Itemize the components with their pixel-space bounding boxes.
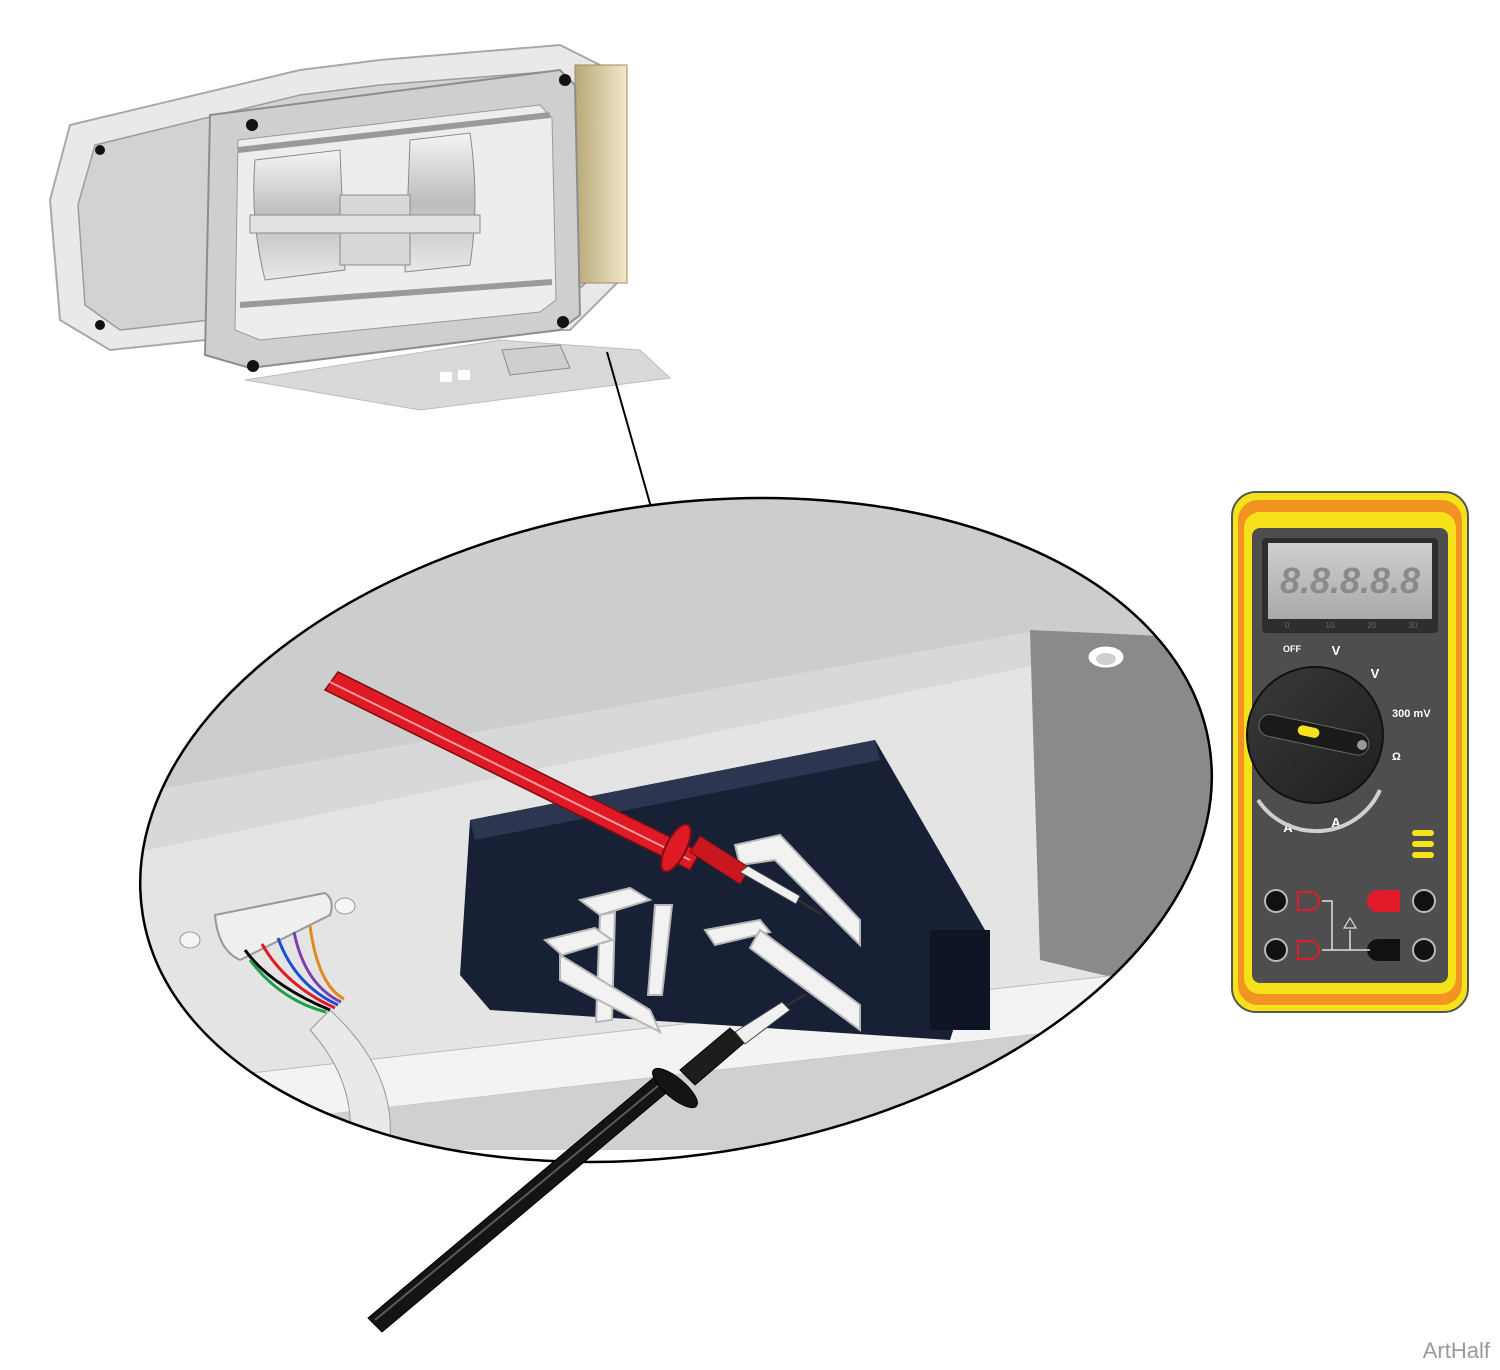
connector-housing-top — [470, 740, 880, 840]
cross-rail — [239, 279, 553, 308]
black-jack-plug — [1367, 939, 1400, 961]
mount-point — [95, 145, 105, 155]
dsub-connector — [179, 891, 391, 1141]
dial-label-ac-volts: V — [1332, 643, 1341, 658]
dial-label-ac-amps: A — [1331, 815, 1341, 830]
terminal-pin — [703, 918, 772, 947]
wire — [260, 943, 336, 1010]
wire — [308, 925, 345, 1001]
red-probe-tip — [739, 865, 801, 905]
jack-socket[interactable] — [1412, 889, 1436, 913]
dial-indicator — [1297, 725, 1320, 738]
jack-outline-red — [1297, 891, 1320, 911]
indicator-bar — [1412, 830, 1434, 836]
black-probe-highlight — [374, 1079, 666, 1321]
jack-outline-red — [1297, 940, 1320, 960]
right-motor — [404, 132, 476, 273]
terminal-pin — [577, 886, 653, 917]
jack-wiring — [1322, 900, 1370, 951]
jack-socket[interactable] — [1264, 938, 1288, 962]
black-probe — [367, 993, 807, 1333]
dial-label-off: OFF — [1283, 644, 1301, 654]
meter-display-reading: 8.8.8.8.8 — [1280, 560, 1420, 601]
multimeter: 8.8.8.8.8 0 10 20 30 OFF V V 300 mV Ω A … — [1231, 491, 1469, 1013]
watermark: ArtHalf — [1422, 1338, 1490, 1363]
black-probe-needle — [785, 993, 807, 1007]
meter-scale-tick: 20 — [1368, 621, 1377, 630]
jack-socket[interactable] — [1264, 889, 1288, 913]
red-jack-plug — [1367, 890, 1400, 912]
mount-point — [246, 119, 258, 131]
mounting-hole-inner — [1096, 653, 1116, 665]
mount-point — [95, 320, 105, 330]
indicator-bar — [1412, 841, 1434, 847]
wire — [243, 949, 331, 1012]
mount-point — [247, 360, 259, 372]
black-probe-guard — [652, 1067, 698, 1109]
terminal-pin — [748, 928, 861, 1032]
connector-side — [930, 930, 990, 1030]
dsub-shell — [213, 891, 333, 962]
meter-scale-tick: 30 — [1409, 621, 1418, 630]
center-shaft — [249, 214, 481, 234]
frame-assembly — [48, 43, 672, 561]
wire — [248, 959, 327, 1014]
mount-point — [557, 316, 569, 328]
wire — [276, 937, 339, 1007]
dsub-screw — [179, 931, 201, 949]
end-panel — [574, 64, 628, 284]
red-probe — [323, 671, 823, 916]
dsub-screw — [334, 897, 356, 915]
dial-label-ohms: Ω — [1392, 751, 1401, 763]
cross-rail — [237, 112, 551, 153]
dial-label-dc-volts: V — [1371, 666, 1380, 681]
red-probe-highlight — [329, 681, 691, 861]
dial-label-millivolts: 300 mV — [1392, 708, 1431, 720]
plate-slot — [440, 372, 452, 382]
red-probe-needle — [797, 899, 823, 916]
meter-scale-tick: 0 — [1285, 621, 1290, 630]
indicator-bar — [1412, 852, 1434, 858]
wire — [292, 931, 342, 1004]
panel-upper — [100, 630, 1060, 860]
red-probe-guard — [660, 823, 692, 873]
detail-ellipse-outline — [138, 496, 1214, 1164]
meter-screen — [1268, 543, 1432, 619]
meter-scale-tick: 10 — [1326, 621, 1335, 630]
mount-point — [559, 74, 571, 86]
plate-slot — [458, 370, 470, 380]
input-jacks — [1264, 889, 1436, 962]
jack-socket[interactable] — [1412, 938, 1436, 962]
terminal-pin — [542, 926, 615, 957]
panel-side — [1030, 630, 1250, 1010]
terminal-pin — [559, 953, 663, 1035]
dial-pointer-end — [1357, 740, 1367, 750]
warning-triangle — [1342, 916, 1358, 929]
dial-arc — [1256, 789, 1382, 834]
terminal-pin — [646, 904, 674, 996]
black-probe-tip — [734, 1001, 791, 1045]
junction-box — [501, 344, 571, 376]
